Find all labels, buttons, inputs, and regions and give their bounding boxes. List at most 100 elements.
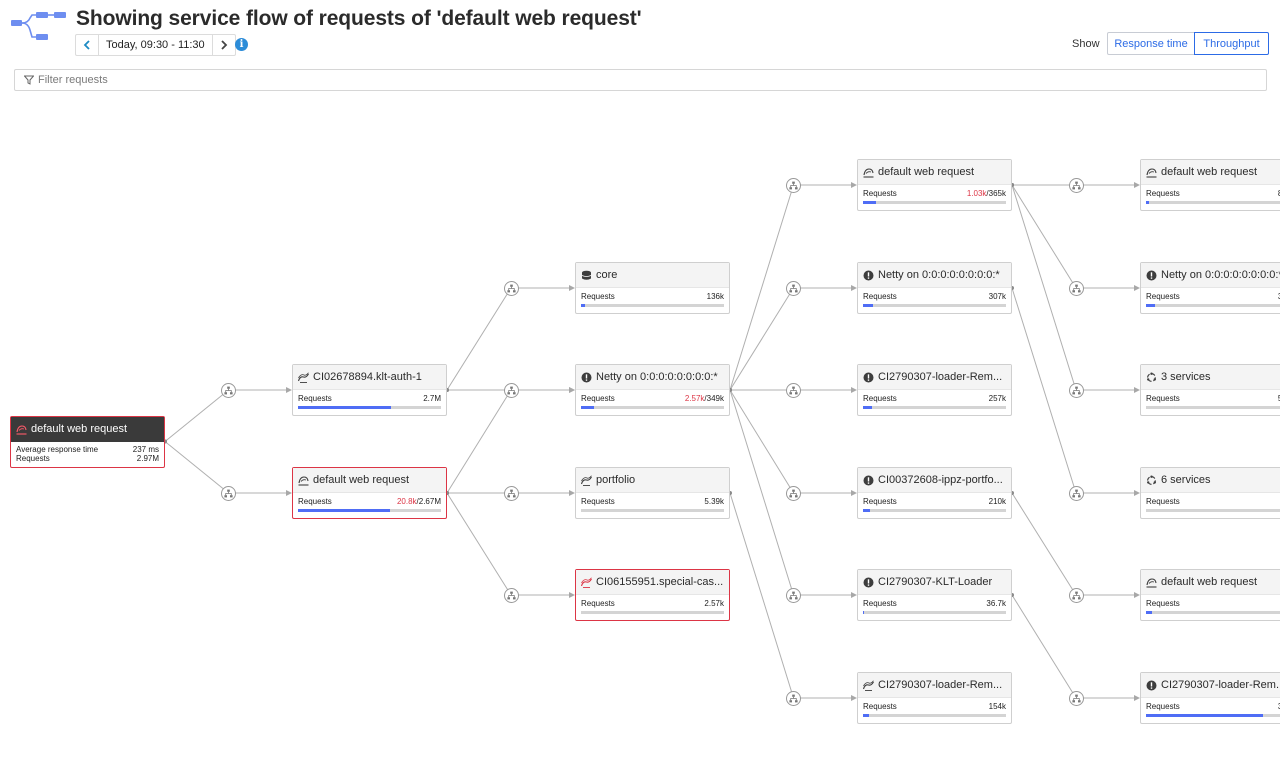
- chevron-left-icon: [83, 40, 90, 50]
- requests-bar: [581, 406, 724, 409]
- node-header: CI00372608-ippz-portfo...: [858, 468, 1011, 493]
- node-header: CI2790307-loader-Rem...: [858, 673, 1011, 698]
- previous-timeframe-button[interactable]: [76, 35, 98, 55]
- filter-requests-input[interactable]: [38, 74, 1238, 86]
- requests-value: 5.39k: [704, 497, 724, 506]
- requests-value: 210k: [988, 497, 1006, 506]
- alert-service-icon: [863, 577, 874, 588]
- branch-split-icon[interactable]: [1068, 382, 1084, 398]
- branch-split-icon[interactable]: [1068, 690, 1084, 706]
- requests-bar: [1146, 406, 1280, 409]
- branch-split-icon[interactable]: [1068, 587, 1084, 603]
- service-icon-error: [16, 424, 27, 435]
- node-metrics: Requests33: [1141, 493, 1280, 519]
- node-header: default web request: [1141, 570, 1280, 595]
- service-node-svc6[interactable]: 6 servicesRequests33: [1140, 467, 1280, 519]
- metric-value: 2.97M: [136, 453, 159, 463]
- requests-value: 55.: [1278, 394, 1280, 403]
- branch-split-icon[interactable]: [786, 177, 801, 193]
- requests-label: Requests: [1146, 599, 1180, 608]
- requests-bar: [581, 509, 724, 512]
- branch-split-icon[interactable]: [221, 382, 236, 398]
- node-header: Netty on 0:0:0:0:0:0:0:0:*: [576, 365, 729, 390]
- node-name: CI00372608-ippz-portfo...: [878, 474, 1003, 486]
- throughput-toggle[interactable]: Throughput: [1194, 32, 1269, 55]
- service-node-svc3[interactable]: 3 servicesRequests55.: [1140, 364, 1280, 416]
- requests-bar: [298, 509, 441, 512]
- branch-split-icon[interactable]: [503, 382, 519, 398]
- branch-split-icon[interactable]: [221, 485, 236, 501]
- branch-split-icon[interactable]: [1068, 485, 1084, 501]
- flow-edge: [164, 387, 292, 442]
- filter-icon: [24, 75, 34, 85]
- requests-value: 30.: [1278, 292, 1280, 301]
- node-name: default web request: [878, 166, 975, 178]
- response-time-toggle[interactable]: Response time: [1107, 32, 1195, 55]
- requests-bar: [1146, 509, 1280, 512]
- branch-split-icon[interactable]: [1068, 280, 1084, 296]
- web-service-icon: [298, 372, 309, 383]
- alert-service-icon: [863, 270, 874, 281]
- info-icon[interactable]: i: [235, 38, 248, 51]
- node-name: 6 services: [1161, 474, 1211, 486]
- service-node-dwr5[interactable]: default web requestRequests21: [1140, 569, 1280, 621]
- timeframe-label[interactable]: Today, 09:30 - 11:30: [98, 35, 213, 55]
- requests-bar-fill: [863, 509, 871, 512]
- node-header: default web request: [858, 160, 1011, 185]
- node-header: CI06155951.special-cas...: [576, 570, 729, 595]
- node-name: CI2790307-KLT-Loader: [878, 576, 993, 588]
- service-node-dwr4[interactable]: default web requestRequests81.: [1140, 159, 1280, 211]
- requests-bar-fill: [863, 201, 876, 204]
- requests-value: 1.03k/365k: [966, 189, 1006, 198]
- branch-split-icon[interactable]: [786, 485, 801, 501]
- branch-split-icon[interactable]: [786, 280, 801, 296]
- flow-edge: [1011, 594, 1140, 701]
- requests-bar-fill: [863, 304, 873, 307]
- branch-split-icon[interactable]: [1068, 177, 1084, 193]
- branch-split-icon[interactable]: [503, 587, 519, 603]
- metric-value: 237 ms: [132, 444, 159, 454]
- next-timeframe-button[interactable]: [213, 35, 235, 55]
- requests-bar-fill: [298, 509, 390, 512]
- node-name: CI2790307-loader-Rem...: [1161, 679, 1280, 691]
- node-name: CI06155951.special-cas...: [596, 576, 724, 588]
- node-name: portfolio: [596, 474, 636, 486]
- failed-requests-value: 2.57k: [684, 394, 705, 403]
- requests-bar: [863, 509, 1006, 512]
- branch-split-icon[interactable]: [503, 280, 519, 296]
- branch-split-icon[interactable]: [786, 690, 801, 706]
- requests-bar-fill: [863, 714, 869, 717]
- requests-bar-fill: [1146, 714, 1264, 717]
- branch-split-icon[interactable]: [786, 382, 801, 398]
- requests-bar: [1146, 611, 1280, 614]
- node-name: CI02678894.klt-auth-1: [313, 371, 422, 383]
- branch-split-icon[interactable]: [503, 485, 519, 501]
- branch-split-icon[interactable]: [786, 587, 801, 603]
